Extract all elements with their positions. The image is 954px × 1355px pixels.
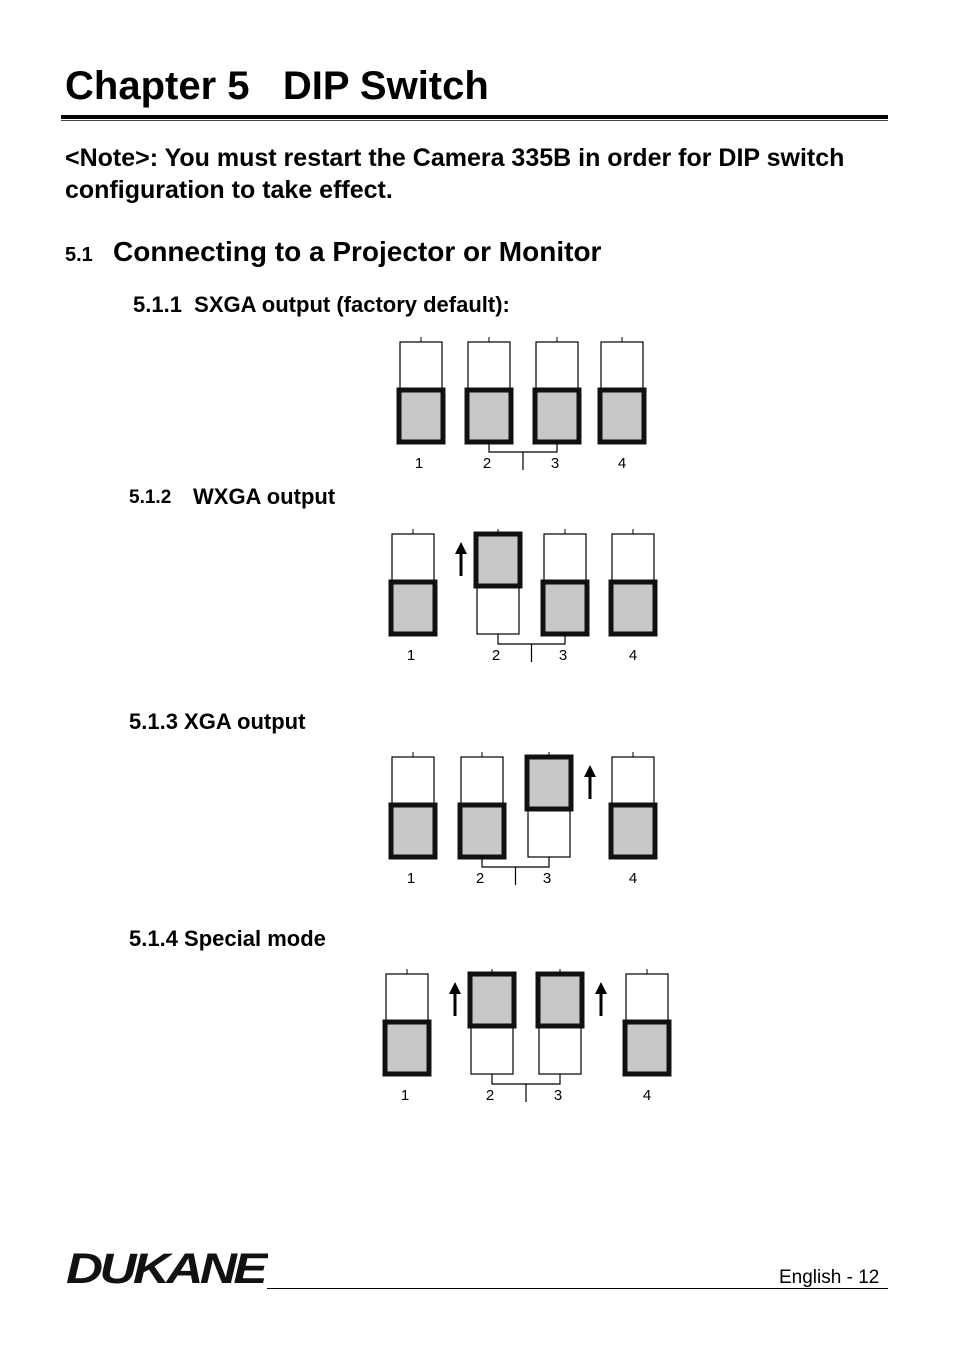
switch-number-label: 2 — [492, 647, 500, 664]
dip-switch-1 — [388, 529, 438, 637]
dip-switch-knob — [540, 579, 590, 637]
switch-number-label: 1 — [401, 1087, 409, 1104]
dip-switch-1 — [382, 969, 432, 1077]
switch-number-label: 4 — [618, 455, 626, 472]
section-title: Connecting to a Projector or Monitor — [113, 236, 602, 267]
dip-switch-knob — [396, 387, 446, 445]
subsection-special-heading: 5.1.4 Special mode — [129, 926, 326, 951]
switch-number-label: 3 — [551, 455, 559, 472]
dip-switch-knob — [532, 387, 582, 445]
dip-switch-knob — [388, 579, 438, 637]
section-number: 5.1 — [65, 244, 93, 266]
footer-rule — [267, 1288, 888, 1289]
dip-switch-3 — [524, 752, 574, 858]
up-arrow-icon — [595, 982, 607, 1016]
dip-switch-knob — [524, 754, 574, 812]
switch-number-label: 1 — [407, 870, 415, 887]
title-rule — [61, 115, 888, 119]
switch-number-label: 3 — [543, 870, 551, 887]
up-arrow-icon — [449, 982, 461, 1016]
dip-switch-knob — [622, 1019, 672, 1077]
subsection-xga-heading: 5.1.3 XGA output — [129, 709, 306, 734]
dip-switch-knob — [597, 387, 647, 445]
title-rule-thin — [61, 120, 888, 121]
dip-switch-4 — [608, 752, 658, 860]
dip-switch-knob — [608, 802, 658, 860]
dip-switch-diagram-wxga: 1 2 3 4 — [388, 529, 658, 664]
dip-switch-3 — [535, 969, 585, 1075]
switch-number-label: 2 — [483, 455, 491, 472]
chapter-title: Chapter 5 DIP Switch — [65, 64, 489, 108]
up-arrow-icon — [455, 542, 467, 576]
switch-number-label: 3 — [554, 1087, 562, 1104]
restart-note: <Note>: You must restart the Camera 335B… — [65, 144, 845, 204]
dip-switch-4 — [622, 969, 672, 1077]
switch-group-bracket — [488, 442, 558, 470]
svg-text:DUKANE: DUKANE — [66, 1246, 268, 1288]
switch-number-label: 2 — [486, 1087, 494, 1104]
dip-switch-2 — [467, 969, 517, 1075]
dip-switch-knob — [382, 1019, 432, 1077]
dip-switch-1 — [396, 337, 446, 445]
subsection-wxga-heading: WXGA output — [193, 484, 336, 509]
dip-switch-4 — [597, 337, 647, 445]
dip-switch-2 — [457, 752, 507, 860]
switch-number-label: 2 — [476, 870, 484, 887]
switch-number-label: 1 — [407, 647, 415, 664]
dukane-logo: DUKANE — [66, 1246, 268, 1288]
switch-group-bracket — [497, 634, 566, 662]
dip-switch-knob — [457, 802, 507, 860]
switch-number-label: 3 — [559, 647, 567, 664]
switch-number-label: 4 — [629, 647, 637, 664]
dip-switch-diagram-xga: 1 2 3 4 — [388, 752, 658, 887]
dip-switch-4 — [608, 529, 658, 637]
dip-switch-diagram-special: 1 2 3 4 — [382, 969, 672, 1104]
up-arrow-icon — [584, 765, 596, 799]
page-number: English - 12 — [779, 1267, 880, 1288]
subsection-wxga-number: 5.1.2 — [129, 487, 172, 508]
dip-switch-2 — [464, 337, 514, 445]
dip-switch-knob — [388, 802, 438, 860]
switch-group-bracket — [481, 857, 550, 885]
dip-switch-2 — [473, 529, 523, 635]
dip-switch-diagram-sxga: 1 2 3 4 — [396, 337, 647, 472]
dip-switch-1 — [388, 752, 438, 860]
dip-switch-knob — [473, 531, 523, 589]
switch-number-label: 4 — [629, 870, 637, 887]
switch-group-bracket — [491, 1074, 561, 1102]
subsection-sxga-heading: 5.1.1 SXGA output (factory default): — [133, 292, 510, 317]
dip-switch-knob — [608, 579, 658, 637]
dip-switch-knob — [464, 387, 514, 445]
switch-number-label: 1 — [415, 455, 423, 472]
dip-switch-knob — [467, 971, 517, 1029]
dip-switch-knob — [535, 971, 585, 1029]
dip-switch-3 — [540, 529, 590, 637]
switch-number-label: 4 — [643, 1087, 651, 1104]
dip-switch-3 — [532, 337, 582, 445]
